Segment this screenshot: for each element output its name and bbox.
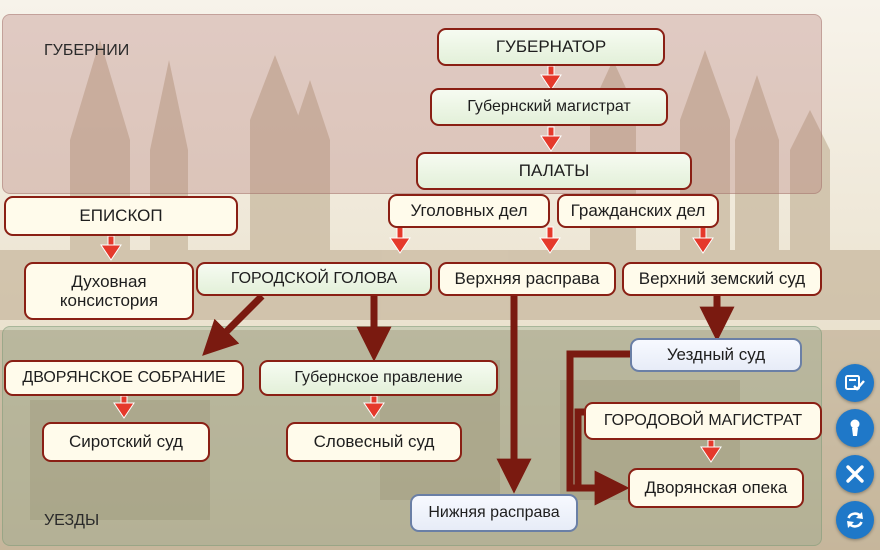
check-icon [845, 375, 865, 391]
node-palaty[interactable]: ПАЛАТЫ [416, 152, 692, 190]
uezdy-label: УЕЗДЫ [44, 512, 100, 529]
node-gub-pravlenie[interactable]: Губернское правление [259, 360, 498, 396]
node-verhnyaya-rasprava[interactable]: Верхняя расправа [438, 262, 616, 296]
node-gorodskoy-golova[interactable]: ГОРОДСКОЙ ГОЛОВА [196, 262, 432, 296]
close-button[interactable] [836, 455, 874, 493]
node-dvoryanskoe-sobranie[interactable]: ДВОРЯНСКОЕ СОБРАНИЕ [4, 360, 244, 396]
refresh-icon [847, 512, 863, 528]
node-gub-magistrat[interactable]: Губернский магистрат [430, 88, 668, 126]
node-nizhnyaya-rasprava[interactable]: Нижняя расправа [410, 494, 578, 532]
node-episkop[interactable]: ЕПИСКОП [4, 196, 238, 236]
node-sirotskiy-sud[interactable]: Сиротский суд [42, 422, 210, 462]
node-dukhovnaya-konsistoriya[interactable]: Духовная консистория [24, 262, 194, 320]
node-gubernator[interactable]: ГУБЕРНАТОР [437, 28, 665, 66]
check-button[interactable] [836, 364, 874, 402]
node-ugolovnyh-del[interactable]: Уголовных дел [388, 194, 550, 228]
hint-button[interactable] [836, 409, 874, 447]
gubernii-label: ГУБЕРНИИ [44, 42, 130, 59]
gubernii-zone [2, 14, 822, 194]
node-gorodovoy-magistrat[interactable]: ГОРОДОВОЙ МАГИСТРАТ [584, 402, 822, 440]
node-dvoryanskaya-opeka[interactable]: Дворянская опека [628, 468, 804, 508]
close-icon [846, 465, 864, 483]
node-grazhdanskih-del[interactable]: Гражданских дел [557, 194, 719, 228]
hint-icon [850, 419, 860, 436]
node-slovesny-sud[interactable]: Словесный суд [286, 422, 462, 462]
node-uezdny-sud[interactable]: Уездный суд [630, 338, 802, 372]
node-verhniy-zemskiy-sud[interactable]: Верхний земский суд [622, 262, 822, 296]
refresh-button[interactable] [836, 501, 874, 539]
